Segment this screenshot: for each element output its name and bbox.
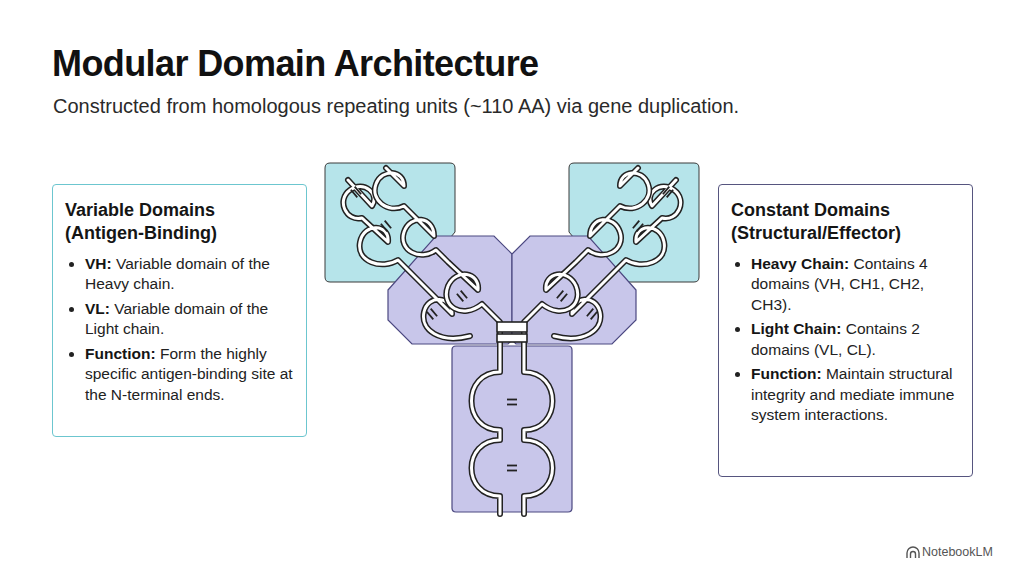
constant-domains-box: Constant Domains (Structural/Effector) He… — [718, 184, 973, 477]
antibody-arm — [512, 163, 699, 514]
bullet-item: VH:Variable domain of the Heavy chain. — [85, 254, 294, 295]
fc-stem-shape — [452, 346, 572, 512]
hinge-bonds — [497, 322, 527, 342]
bullet-item: Heavy Chain:Contains 4 domains (VH, CH1,… — [751, 254, 960, 315]
disulfide-bond — [507, 400, 517, 405]
bullet-text: Variable domain of the Heavy chain. — [85, 255, 270, 292]
bullet-list: Heavy Chain:Contains 4 domains (VH, CH1,… — [731, 254, 960, 426]
bullet-key: Heavy Chain: — [751, 255, 849, 272]
bullet-key: VL: — [85, 300, 110, 317]
subtitle-text: Constructed from homologous repeating un… — [53, 94, 739, 118]
watermark-text: NotebookLM — [922, 545, 993, 560]
box-heading: Constant Domains (Structural/Effector) — [731, 199, 960, 244]
diagram-title: Modular Domain Architecture — [52, 42, 539, 85]
bullet-item: VL:Variable domain of the Light chain. — [85, 299, 294, 340]
antibody-arm — [325, 163, 512, 514]
bullet-key: Function: — [85, 345, 156, 362]
bullet-item: Function:Form the highly specific antige… — [85, 344, 294, 405]
bullet-key: Function: — [751, 365, 822, 382]
bullet-item: Light Chain:Contains 2 domains (VL, CL). — [751, 319, 960, 360]
bullet-key: Light Chain: — [751, 320, 841, 337]
watermark-icon — [907, 547, 919, 558]
bullet-list: VH:Variable domain of the Heavy chain.VL… — [65, 254, 294, 405]
variable-domains-box: Variable Domains (Antigen-Binding)VH:Var… — [52, 184, 307, 437]
bullet-key: VH: — [85, 255, 112, 272]
bullet-item: Function:Maintain structural integrity a… — [751, 364, 960, 425]
box-heading: Variable Domains (Antigen-Binding) — [65, 199, 294, 244]
bullet-text: Variable domain of the Light chain. — [85, 300, 268, 337]
disulfide-bond — [507, 466, 517, 471]
